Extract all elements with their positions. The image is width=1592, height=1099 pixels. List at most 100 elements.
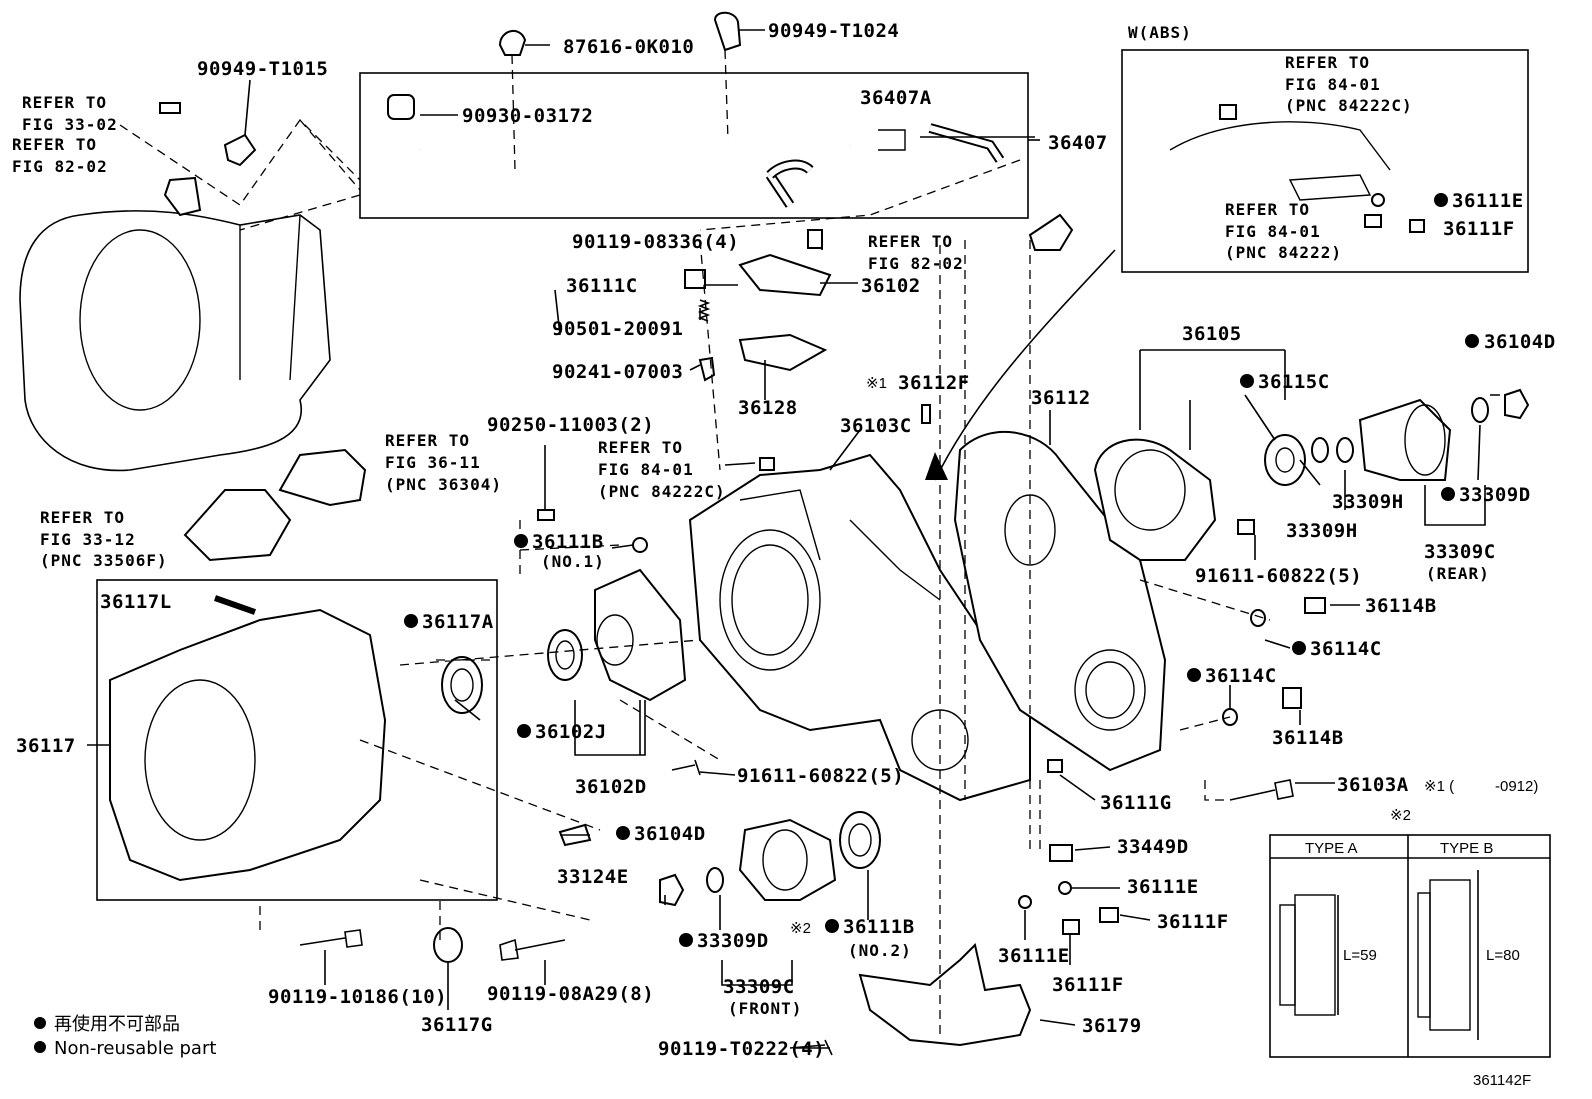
label-36128: 36128 [738, 397, 798, 419]
dot-36102j [517, 724, 531, 738]
hose-plug [387, 94, 415, 120]
label-36179: 36179 [1082, 1015, 1142, 1037]
label-90501-20091: 90501-20091 [552, 318, 683, 340]
dot-36104d-top [1465, 334, 1479, 348]
skid-plate-36179 [858, 943, 1032, 1047]
ref7-line1: REFER TO [385, 431, 470, 450]
bolt-36103a [1229, 779, 1294, 801]
abs-36111f [1409, 219, 1425, 233]
shift-boot-33-12 [183, 489, 292, 562]
label-36111e-abs: 36111E [1452, 190, 1524, 212]
bolt-91611-b [1237, 519, 1255, 535]
washer-33309h-b [1336, 437, 1354, 463]
dot-36104d-bot [616, 826, 630, 840]
dot-36111e-abs [1434, 193, 1448, 207]
dot-36117a [404, 614, 418, 628]
ref1-line1: REFER TO [22, 93, 107, 112]
legend-dot-jp [34, 1017, 46, 1029]
label-36114b-b: 36114B [1272, 727, 1344, 749]
bolt-36114b-a [1304, 597, 1326, 614]
label-36102d: 36102D [575, 776, 647, 798]
washer-33309d-front [706, 867, 724, 893]
label-33309h-b: 33309H [1286, 520, 1358, 542]
label-36102j: 36102J [535, 721, 607, 743]
label-36111b-no1: 36111B [532, 531, 604, 553]
label-36112f: 36112F [898, 372, 970, 394]
bracket-fig-82-02-right [1028, 213, 1074, 251]
figure-id: 361142F [1473, 1072, 1531, 1089]
bolt-36111f-a [1099, 907, 1119, 923]
ref2-line1: REFER TO [12, 135, 97, 154]
label-33309d-top: 33309D [1459, 484, 1531, 506]
dot-36111b-no2 [825, 919, 839, 933]
oil-seal-36102j [547, 629, 583, 681]
label-front: (FRONT) [728, 999, 802, 1018]
label-36112: 36112 [1031, 387, 1091, 409]
ref1-line2: FIG 33-02 [22, 115, 118, 134]
bolt-fig-33-02 [159, 102, 181, 114]
label-36111f-a: 36111F [1157, 911, 1229, 933]
bracket-fig-82-02 [163, 176, 202, 217]
label-36102: 36102 [861, 275, 921, 297]
label-36117a: 36117A [422, 611, 494, 633]
label-87616-0k010: 87616-0K010 [563, 36, 694, 58]
assembly-arrow [934, 249, 1116, 481]
dot-36115c [1240, 374, 1254, 388]
label-90119-08a29: 90119-08A29(8) [487, 983, 654, 1005]
legend-dot-en [34, 1041, 46, 1053]
label-36105: 36105 [1182, 323, 1242, 345]
label-36111g: 36111G [1100, 792, 1172, 814]
oil-seal-36117a [441, 656, 483, 714]
dot-36111b-no1 [514, 534, 528, 548]
rear-output-housing-36105 [1093, 438, 1217, 561]
ref4-line2: FIG 84-01 [1285, 75, 1381, 94]
bolt-90119-08a29 [499, 938, 566, 961]
bolt-91611-a [671, 759, 701, 776]
washer-36114c-a [1250, 609, 1266, 627]
washer-36111e-b [1018, 895, 1032, 909]
front-output-housing [594, 568, 687, 702]
label-90119-10186: 90119-10186(10) [268, 986, 447, 1008]
label-36111b-no2: 36111B [843, 916, 915, 938]
label-no1: (NO.1) [541, 552, 605, 571]
companion-flange-front [738, 818, 837, 901]
label-36111f-abs: 36111F [1443, 218, 1515, 240]
bolt-36114b-b [1282, 687, 1302, 709]
ref6-line3: (PNC 84222C) [598, 482, 726, 501]
breather-36103c [759, 457, 775, 471]
ref7-line3: (PNC 36304) [385, 475, 502, 494]
label-36407: 36407 [1048, 132, 1108, 154]
label-36111c: 36111C [566, 275, 638, 297]
plug-36111g [1047, 759, 1063, 773]
bracket-90949-t1015 [223, 133, 257, 167]
label-33449d: 33449D [1117, 836, 1189, 858]
ref6-line2: FIG 84-01 [598, 460, 694, 479]
type-b-header: TYPE B [1440, 840, 1493, 857]
ref3-line1: REFER TO [868, 232, 953, 251]
abs-variant-box [1121, 49, 1529, 273]
label-36111e-a: 36111E [1127, 876, 1199, 898]
type-b-length: L=80 [1486, 947, 1520, 964]
label-90119-08336: 90119-08336(4) [572, 231, 739, 253]
label-rear: (REAR) [1426, 564, 1490, 583]
ref5-line1: REFER TO [1225, 200, 1310, 219]
non-reusable-markers [34, 193, 1479, 1053]
ref8-line1: REFER TO [40, 508, 125, 527]
type-a-header: TYPE A [1305, 840, 1358, 857]
pin-90250 [537, 509, 555, 521]
bolt-36111f-b [1062, 919, 1080, 935]
dot-33309d-bot [679, 933, 693, 947]
label-36114c-a: 36114C [1310, 638, 1382, 660]
label-90930-03172: 90930-03172 [462, 105, 593, 127]
ref4-line3: (PNC 84222C) [1285, 96, 1413, 115]
label-36114c-b: 36114C [1205, 665, 1277, 687]
marker-1-36112f: ※1 [866, 375, 887, 392]
spring-90501 [697, 299, 711, 322]
gasket-36128 [738, 333, 828, 372]
label-90119-t0222: 90119-T0222(4) [658, 1038, 825, 1060]
label-36111f-b: 36111F [1052, 974, 1124, 996]
dot-36114c-a [1292, 641, 1306, 655]
label-36103c: 36103C [840, 415, 912, 437]
label-36114b-a: 36114B [1365, 595, 1437, 617]
abs-sensor-bolt-a [1219, 104, 1237, 120]
